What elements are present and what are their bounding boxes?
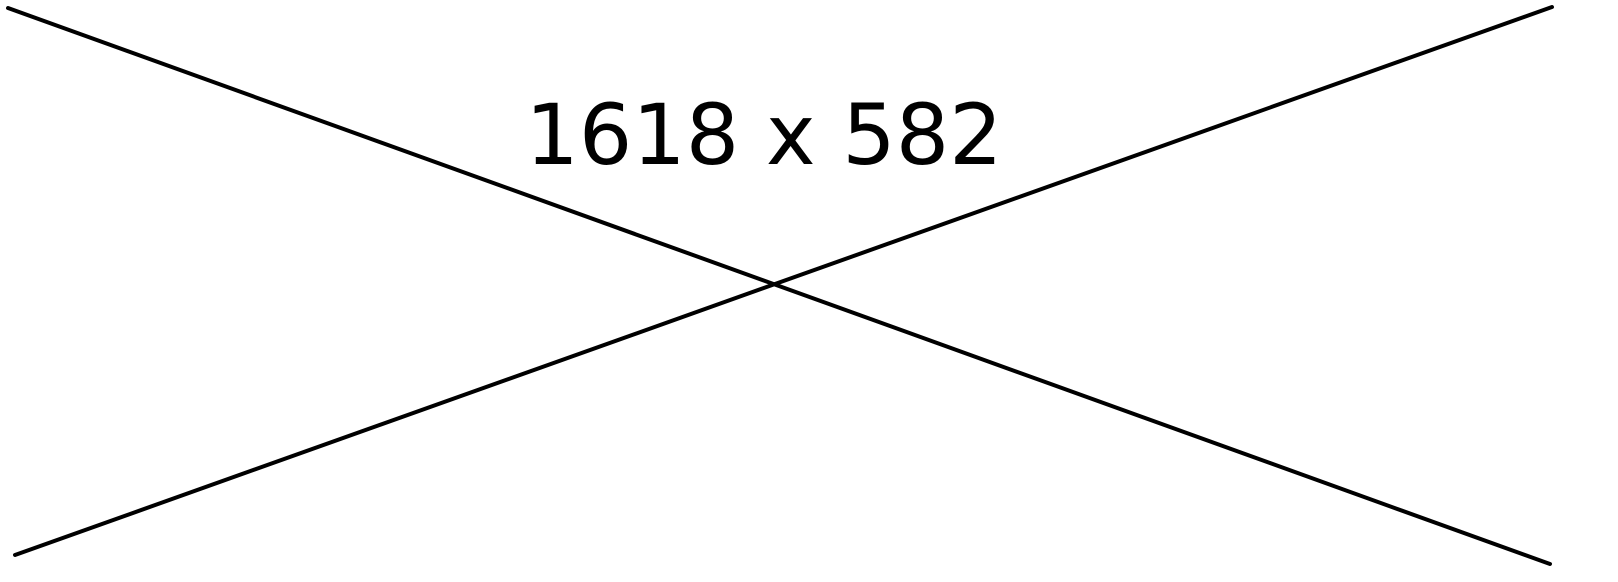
dimensions-label: 1618 x 582 [525,86,1002,184]
diagonal-line-up [13,5,1554,557]
diagonal-line-down [6,6,1552,566]
